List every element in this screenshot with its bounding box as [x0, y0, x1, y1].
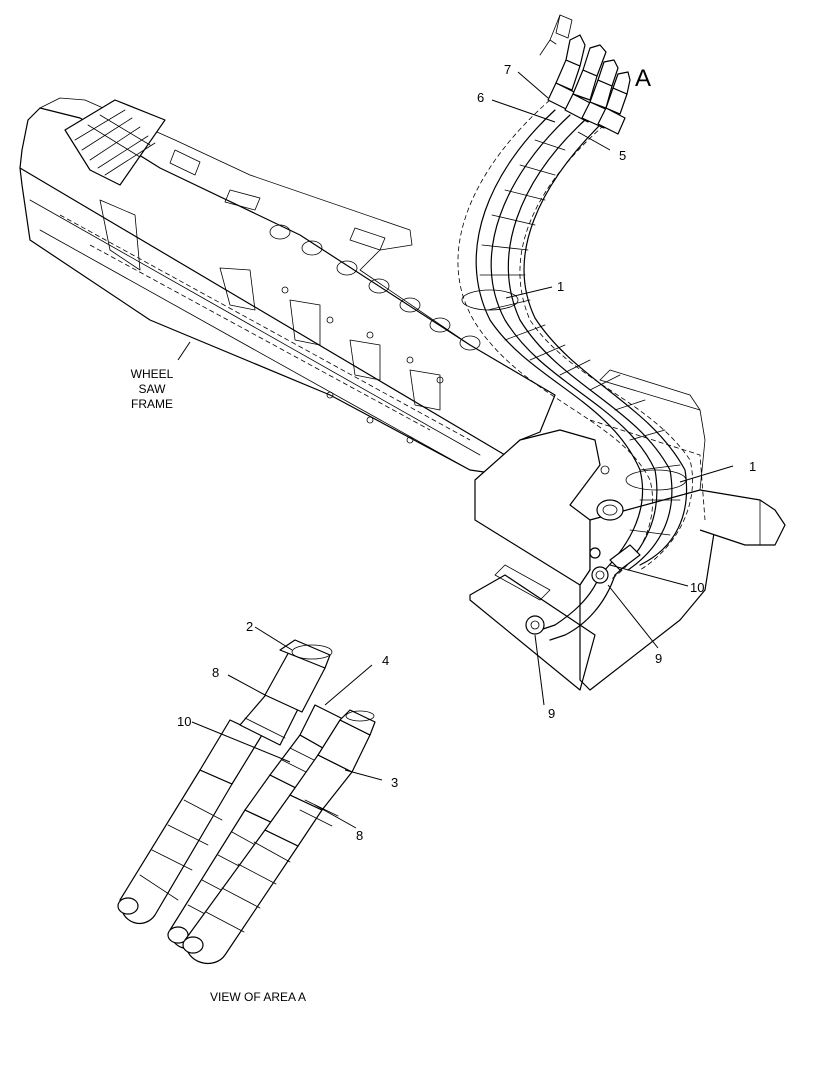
callout-5: 5	[619, 148, 626, 163]
callout-8-lower: 8	[356, 828, 363, 843]
area-a-marker: A	[635, 65, 651, 92]
callout-2: 2	[246, 619, 253, 634]
callout-3: 3	[391, 775, 398, 790]
callout-10-detail: 10	[177, 714, 191, 729]
callout-1-upper: 1	[557, 279, 564, 294]
callout-7: 7	[504, 62, 511, 77]
callout-6: 6	[477, 90, 484, 105]
callout-9-right: 9	[655, 651, 662, 666]
frame-label-line-1: WHEEL	[131, 367, 174, 381]
callout-4: 4	[382, 653, 389, 668]
callout-10-main: 10	[690, 580, 704, 595]
detail-view-a	[117, 639, 376, 964]
hose-end-connectors	[539, 14, 631, 135]
callout-8-upper: 8	[212, 665, 219, 680]
hose-bundle	[457, 99, 693, 641]
callout-9-left: 9	[548, 706, 555, 721]
leader-lines	[177, 71, 734, 829]
frame-label-line-2: SAW	[139, 382, 167, 396]
wheel-saw-frame	[19, 97, 556, 476]
right-housing	[469, 369, 786, 691]
callout-1-lower: 1	[749, 459, 756, 474]
frame-label-line-3: FRAME	[131, 397, 173, 411]
view-caption: VIEW OF AREA A	[210, 990, 306, 1004]
